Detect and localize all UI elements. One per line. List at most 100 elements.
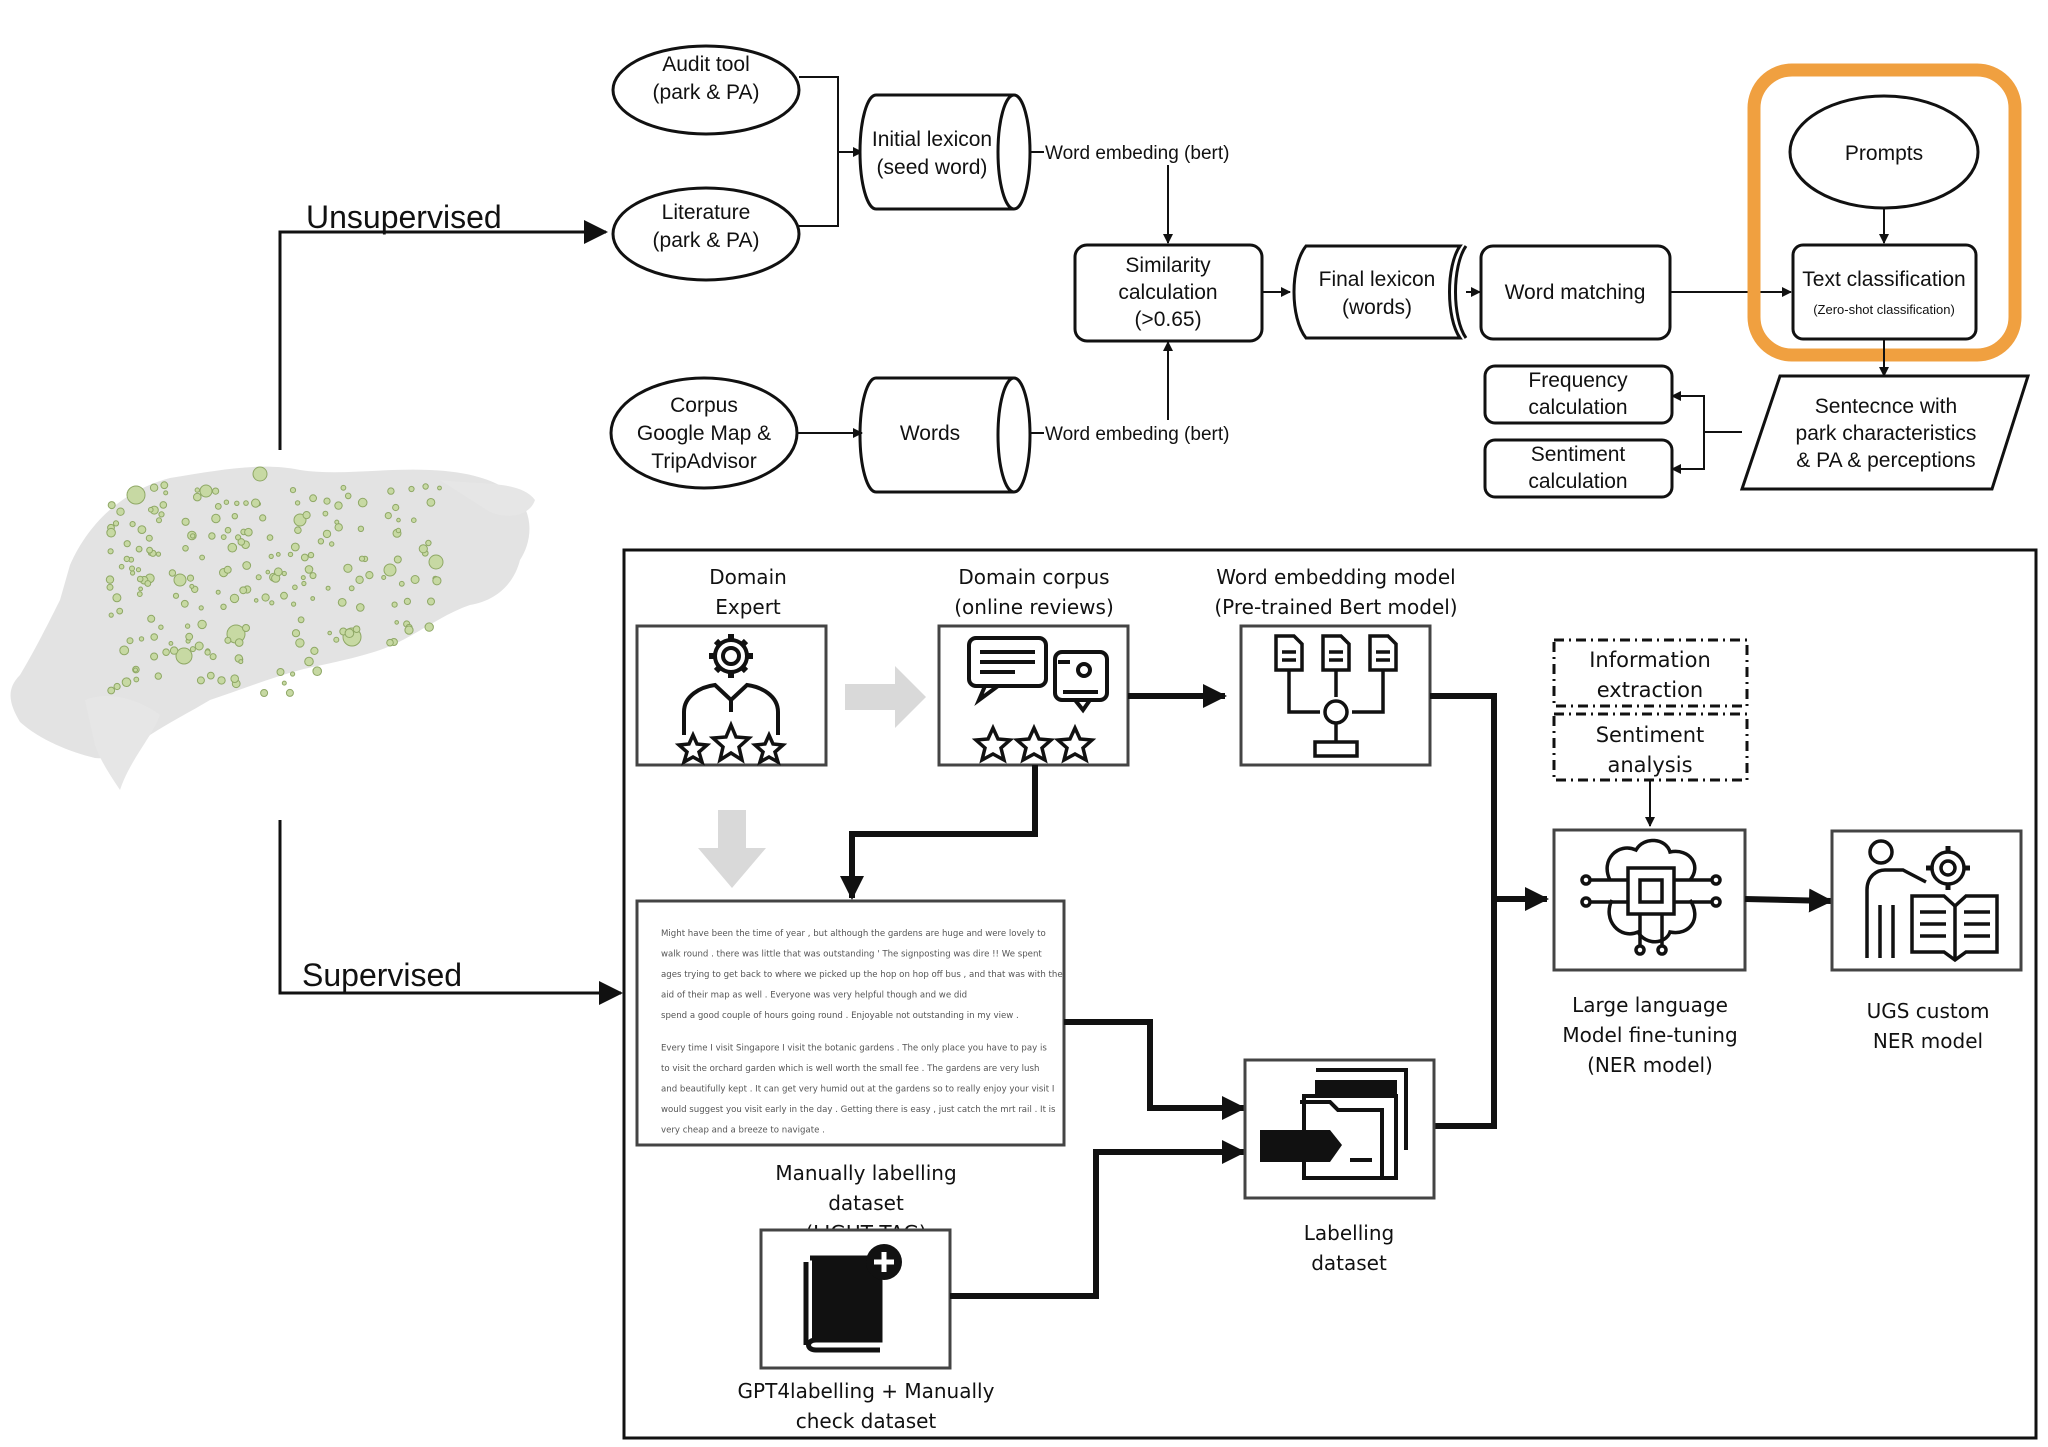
svg-text:Final lexicon: Final lexicon: [1319, 268, 1436, 291]
review-line: Might have been the time of year , but a…: [661, 929, 1046, 939]
expert-icon: [682, 634, 780, 735]
prompts-node: Prompts: [1788, 94, 1980, 210]
svg-text:Audit tool: Audit tool: [662, 53, 750, 76]
folders-icon: [1260, 1068, 1408, 1180]
text-classification-node: Text classification (Zero-shot classific…: [1791, 243, 1978, 341]
svg-text:Words: Words: [900, 422, 960, 445]
svg-text:(park & PA): (park & PA): [653, 81, 760, 104]
word-embedding-top-label: Word embeding (bert): [1045, 143, 1229, 164]
review-line: and beautifully kept . It can get very h…: [661, 1085, 1054, 1095]
svg-text:(online reviews): (online reviews): [954, 595, 1114, 619]
svg-text:dataset: dataset: [1311, 1251, 1387, 1275]
svg-text:Sentiment: Sentiment: [1531, 443, 1626, 466]
svg-text:Sentiment: Sentiment: [1596, 723, 1705, 747]
person-book-gear-icon: [1865, 839, 1999, 963]
supervised-frame: [622, 548, 2038, 1440]
corpus-node: Corpus Google Map & TripAdvisor: [609, 376, 799, 490]
star-rating-icon: [674, 720, 788, 766]
literature-node: Literature (park & PA): [611, 186, 801, 282]
book-add-icon: [803, 1244, 902, 1353]
svg-text:(Pre-trained Bert model): (Pre-trained Bert model): [1214, 595, 1457, 619]
audit-tool-node: Audit tool (park & PA): [611, 44, 801, 136]
svg-text:Prompts: Prompts: [1845, 142, 1923, 165]
svg-text:(seed word): (seed word): [877, 156, 988, 179]
similarity-node: Similarity calculation (>0.65): [1073, 243, 1264, 343]
svg-text:calculation: calculation: [1528, 396, 1627, 419]
star-rating-icon: [971, 723, 1097, 764]
unsupervised-branch: [278, 220, 608, 450]
word-embedding-model-node: [1239, 624, 1432, 767]
svg-text:Literature: Literature: [662, 201, 751, 224]
svg-text:Corpus: Corpus: [670, 394, 738, 417]
review-line: spend a good couple of hours going round…: [661, 1011, 1019, 1021]
svg-text:NER model: NER model: [1873, 1029, 1983, 1053]
labelling-dataset-node: [1243, 1058, 1436, 1200]
supervised-label: Supervised: [302, 957, 462, 993]
gray-arrow-right: [845, 666, 926, 728]
svg-text:(>0.65): (>0.65): [1134, 308, 1201, 331]
sentence-node: Sentecnce with park characteristics & PA…: [1739, 374, 2031, 491]
llm-finetuning-node: [1552, 828, 1747, 972]
svg-text:dataset: dataset: [828, 1191, 904, 1215]
ugs-ner-title: UGS custom: [1867, 999, 1990, 1023]
ai-chip-brain-icon: [1580, 838, 1722, 956]
svg-text:Initial lexicon: Initial lexicon: [872, 128, 992, 151]
svg-text:Word matching: Word matching: [1505, 281, 1646, 304]
svg-text:analysis: analysis: [1607, 753, 1692, 777]
svg-text:Information: Information: [1589, 648, 1711, 672]
svg-text:check dataset: check dataset: [796, 1409, 937, 1433]
review-line: walk round . there was little that was o…: [661, 950, 1042, 960]
singapore-map-image: [10, 466, 535, 790]
domain-expert-title: Domain: [709, 565, 787, 589]
svg-text:calculation: calculation: [1528, 470, 1627, 493]
domain-corpus-title: Domain corpus: [958, 565, 1109, 589]
review-line: very cheap and a breeze to navigate .: [661, 1126, 825, 1136]
gpt-labelling-node: [759, 1228, 952, 1370]
svg-text:TripAdvisor: TripAdvisor: [651, 450, 756, 473]
llm-title: Large language: [1572, 993, 1728, 1017]
svg-text:extraction: extraction: [1597, 678, 1704, 702]
information-extraction-node: Information extraction: [1552, 638, 1749, 708]
svg-text:calculation: calculation: [1118, 281, 1217, 304]
svg-text:(NER model): (NER model): [1587, 1053, 1713, 1077]
documents-network-icon: [1274, 634, 1398, 758]
svg-text:Model fine-tuning: Model fine-tuning: [1562, 1023, 1737, 1047]
frequency-node: Frequency calculation: [1483, 364, 1674, 425]
svg-text:(Zero-shot classification): (Zero-shot classification): [1813, 302, 1955, 317]
svg-text:(words): (words): [1342, 296, 1412, 319]
svg-text:(park & PA): (park & PA): [653, 229, 760, 252]
final-lexicon-node: Final lexicon (words): [1292, 244, 1468, 340]
svg-text:Google Map &: Google Map &: [637, 422, 771, 445]
gray-arrow-down: [698, 810, 766, 888]
svg-text:Similarity: Similarity: [1125, 254, 1211, 277]
svg-text:& PA & perceptions: & PA & perceptions: [1796, 449, 1975, 472]
supervised-branch: [278, 820, 623, 1005]
manual-labelling-title: Manually labelling: [775, 1161, 956, 1185]
svg-text:Frequency: Frequency: [1528, 369, 1628, 392]
words-node: Words: [858, 376, 1032, 494]
sentiment-node: Sentiment calculation: [1483, 438, 1674, 499]
svg-text:Expert: Expert: [715, 595, 781, 619]
review-line: to visit the orchard garden which is wel…: [661, 1064, 1039, 1074]
review-line: ages trying to get back to where we pick…: [661, 970, 1063, 980]
domain-corpus-node: [937, 624, 1130, 767]
svg-text:Text classification: Text classification: [1802, 268, 1965, 291]
unsupervised-label: Unsupervised: [306, 199, 502, 235]
word-matching-node: Word matching: [1479, 244, 1672, 341]
ugs-ner-node: [1830, 829, 2023, 972]
review-line: would suggest you visit early in the day…: [661, 1105, 1056, 1115]
initial-lexicon-node: Initial lexicon (seed word): [858, 93, 1032, 211]
review-line: aid of their map as well . Everyone was …: [661, 991, 967, 1001]
manual-labelling-node: Might have been the time of year , but a…: [635, 899, 1066, 1147]
word-embedding-model-title: Word embedding model: [1216, 565, 1456, 589]
reviews-icon: [967, 636, 1109, 714]
review-text: Might have been the time of year , but a…: [661, 929, 1063, 1136]
labelling-dataset-title: Labelling: [1304, 1221, 1394, 1245]
sentiment-analysis-node: Sentiment analysis: [1552, 712, 1749, 782]
gpt-labelling-title: GPT4labelling + Manually: [738, 1379, 995, 1403]
svg-text:park characteristics: park characteristics: [1796, 422, 1977, 445]
review-line: Every time I visit Singapore I visit the…: [661, 1044, 1047, 1054]
word-embedding-bottom-label: Word embeding (bert): [1045, 424, 1229, 445]
domain-expert-node: [635, 624, 828, 767]
